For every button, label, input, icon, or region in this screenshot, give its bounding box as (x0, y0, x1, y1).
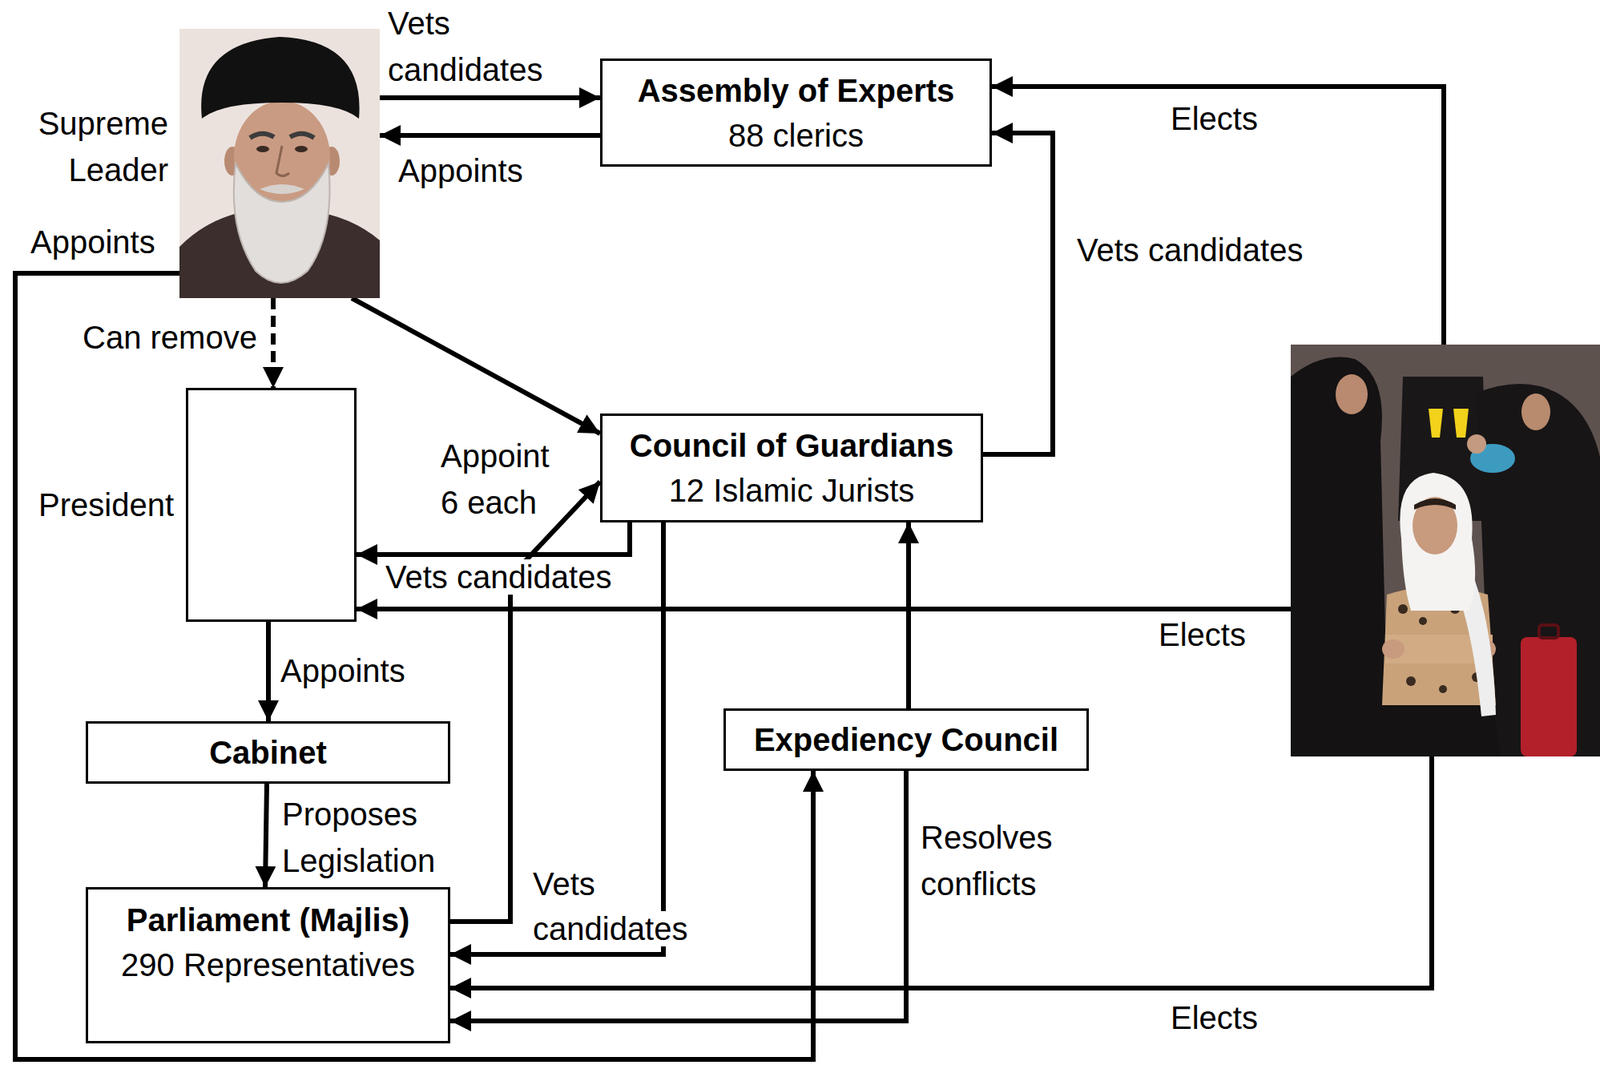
crowd-photo (1290, 344, 1600, 757)
arrow-connector (265, 621, 271, 722)
suitcase (1520, 636, 1577, 757)
photo-background (1290, 344, 1600, 757)
edge-label: Vets candidates (1076, 226, 1303, 274)
process-box: Parliament (Majlis)290 Representatives (85, 886, 451, 1044)
process-box: Assembly of Experts88 clerics (600, 58, 992, 167)
edge-label-text: Elects (1170, 999, 1258, 1036)
edge-label: Vets candidates (532, 861, 718, 952)
edge-label-text: Proposes Legislation (282, 796, 436, 879)
edge-label: Vets candidates (385, 553, 612, 601)
portrait-features (249, 133, 315, 177)
dashed-arrow (270, 298, 276, 388)
portrait-turban (201, 36, 359, 119)
arrow-connector (356, 522, 630, 555)
woman-right (1467, 434, 1487, 454)
node-title: Council of Guardians (629, 423, 954, 468)
portrait-features (276, 145, 290, 177)
girl-figure (1399, 472, 1476, 611)
arrow-connector (379, 132, 601, 138)
girl-figure (1412, 496, 1458, 555)
arrow-connector (450, 770, 907, 1021)
portrait-features (294, 145, 308, 153)
girl-figure (1438, 685, 1447, 694)
arrow-connector (991, 86, 1444, 345)
node-subtitle: 88 clerics (728, 112, 864, 158)
leader-portrait (179, 28, 380, 299)
portrait-features (256, 145, 270, 153)
girl-figure (1377, 472, 1501, 757)
edge-label: Can remove (82, 314, 258, 361)
edge-label-text: Vets candidates (1076, 232, 1303, 268)
portrait-background (179, 28, 380, 299)
node-title: Parliament (Majlis) (126, 897, 410, 943)
portrait-features (249, 133, 275, 138)
edge-label-text: Vets candidates (387, 5, 543, 88)
arrow-connector (450, 756, 1432, 988)
edge-label: Elects (1158, 611, 1246, 658)
arrow-connector (15, 273, 814, 1060)
edge-label: Resolves conflicts (920, 814, 1081, 907)
edge-label-text: Can remove (82, 319, 258, 355)
edge-label-text: Appoints (280, 652, 406, 689)
connector-group (15, 86, 1444, 1060)
process-box: President (185, 387, 357, 622)
edge-label-text: Appoint 6 each (440, 438, 550, 520)
node-subtitle: 290 Representatives (120, 942, 416, 988)
photo-background (1290, 344, 1600, 757)
node-heading: President (38, 482, 174, 528)
arrow-connector (983, 132, 1053, 455)
edge-label: Elects (1170, 994, 1258, 1041)
process-box: Expediency Council (723, 708, 1089, 771)
process-box: Council of Guardians12 Islamic Jurists (600, 413, 984, 523)
woman-left (1290, 357, 1389, 757)
girl-figure (1418, 616, 1427, 625)
portrait-beard (259, 184, 305, 194)
suitcase (1539, 624, 1559, 638)
node-title: Assembly of Experts (637, 68, 956, 113)
girl-figure (1382, 639, 1405, 659)
portrait-beard (233, 163, 331, 283)
process-box: Cabinet (85, 721, 451, 784)
arrow-connector (450, 481, 601, 922)
portrait-node: Supreme Leader (179, 28, 380, 299)
arrow-connector (265, 783, 267, 887)
edge-label: Vets candidates (387, 0, 573, 93)
node-heading: Supreme Leader (24, 100, 169, 194)
woman-middle (1453, 408, 1469, 438)
suitcase (1520, 624, 1577, 757)
woman-left (1290, 357, 1389, 757)
edge-label: Appoints (30, 218, 156, 266)
arrow-connector (379, 95, 601, 101)
woman-right (1521, 393, 1551, 431)
portrait-turban (201, 36, 359, 119)
edge-label: Appoint 6 each (440, 432, 569, 526)
photo-node (1290, 344, 1600, 757)
girl-figure (1398, 604, 1408, 614)
girl-figure (1406, 676, 1416, 686)
edge-label: Appoints (398, 147, 524, 194)
edge-label-text: Vets candidates (532, 866, 688, 947)
arrow-connector (356, 606, 1291, 612)
edge-label-text: Elects (1170, 100, 1258, 137)
edge-label-text: Vets candidates (385, 559, 612, 595)
portrait-beard (233, 163, 331, 283)
edge-label: Elects (1170, 95, 1258, 142)
portrait-background (179, 28, 380, 299)
girl-figure (1414, 498, 1456, 510)
edge-label: Proposes Legislation (282, 790, 459, 884)
arrow-connector (906, 522, 911, 709)
edge-label-text: Elects (1158, 616, 1246, 653)
arrow-connector (351, 298, 601, 434)
node-subtitle: 12 Islamic Jurists (669, 467, 915, 513)
edge-label-text: Appoints (398, 153, 524, 189)
woman-middle (1428, 408, 1443, 438)
edge-label-text: Resolves conflicts (920, 819, 1053, 902)
woman-left (1335, 374, 1368, 415)
edge-label-text: Appoints (30, 224, 156, 260)
node-title: Cabinet (209, 729, 327, 775)
node-title: Expediency Council (753, 717, 1059, 762)
portrait-features (290, 133, 315, 138)
edge-label: Appoints (280, 647, 406, 694)
